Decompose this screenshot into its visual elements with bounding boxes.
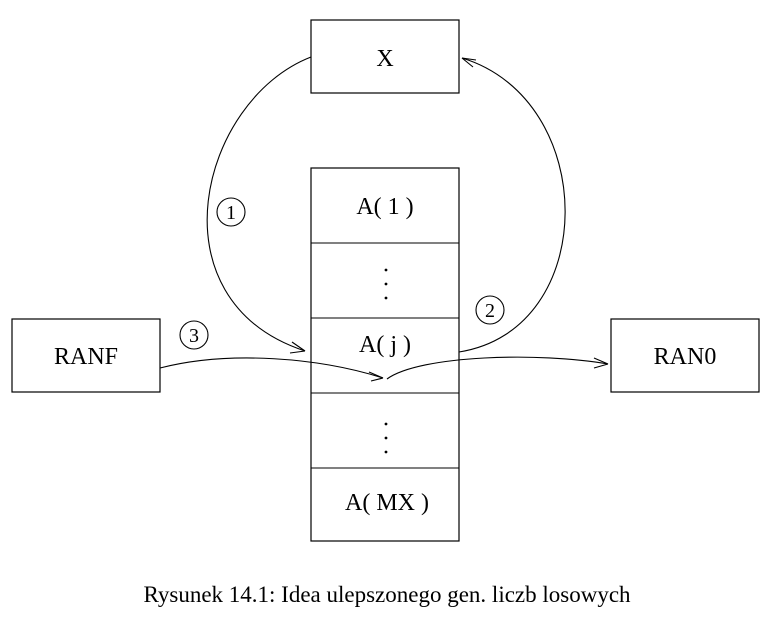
box-ranf-label: RANF (54, 344, 118, 370)
cell-aj-label: A( j ) (359, 332, 411, 358)
step-2-label: 2 (485, 300, 495, 322)
arrow-step-1 (206, 56, 312, 354)
array-table: A( 1 ) A( j ) A( MX ) (310, 167, 460, 542)
box-ranf: RANF (11, 318, 161, 393)
ellipsis-upper (384, 268, 388, 300)
box-ran0-label: RAN0 (654, 344, 717, 370)
step-3-label: 3 (189, 325, 199, 347)
box-x: X (310, 19, 460, 94)
ellipsis-lower (384, 422, 388, 454)
box-ran0: RAN0 (610, 318, 760, 393)
step-marker-1: 1 (216, 197, 246, 227)
arrow-step-2 (458, 57, 566, 353)
diagram-canvas: X A( 1 ) A( j ) A( MX ) RANF RAN0 (11, 19, 760, 542)
box-x-label: X (376, 46, 393, 72)
step-marker-2: 2 (475, 295, 505, 325)
step-marker-3: 3 (179, 320, 209, 350)
cell-amx-label: A( MX ) (345, 490, 429, 516)
cell-a1-label: A( 1 ) (356, 194, 413, 220)
figure-caption: Rysunek 14.1: Idea ulepszonego gen. licz… (143, 582, 631, 607)
array-table-frame (310, 167, 460, 542)
arrow-step-3 (159, 356, 609, 382)
step-1-label: 1 (226, 202, 236, 224)
